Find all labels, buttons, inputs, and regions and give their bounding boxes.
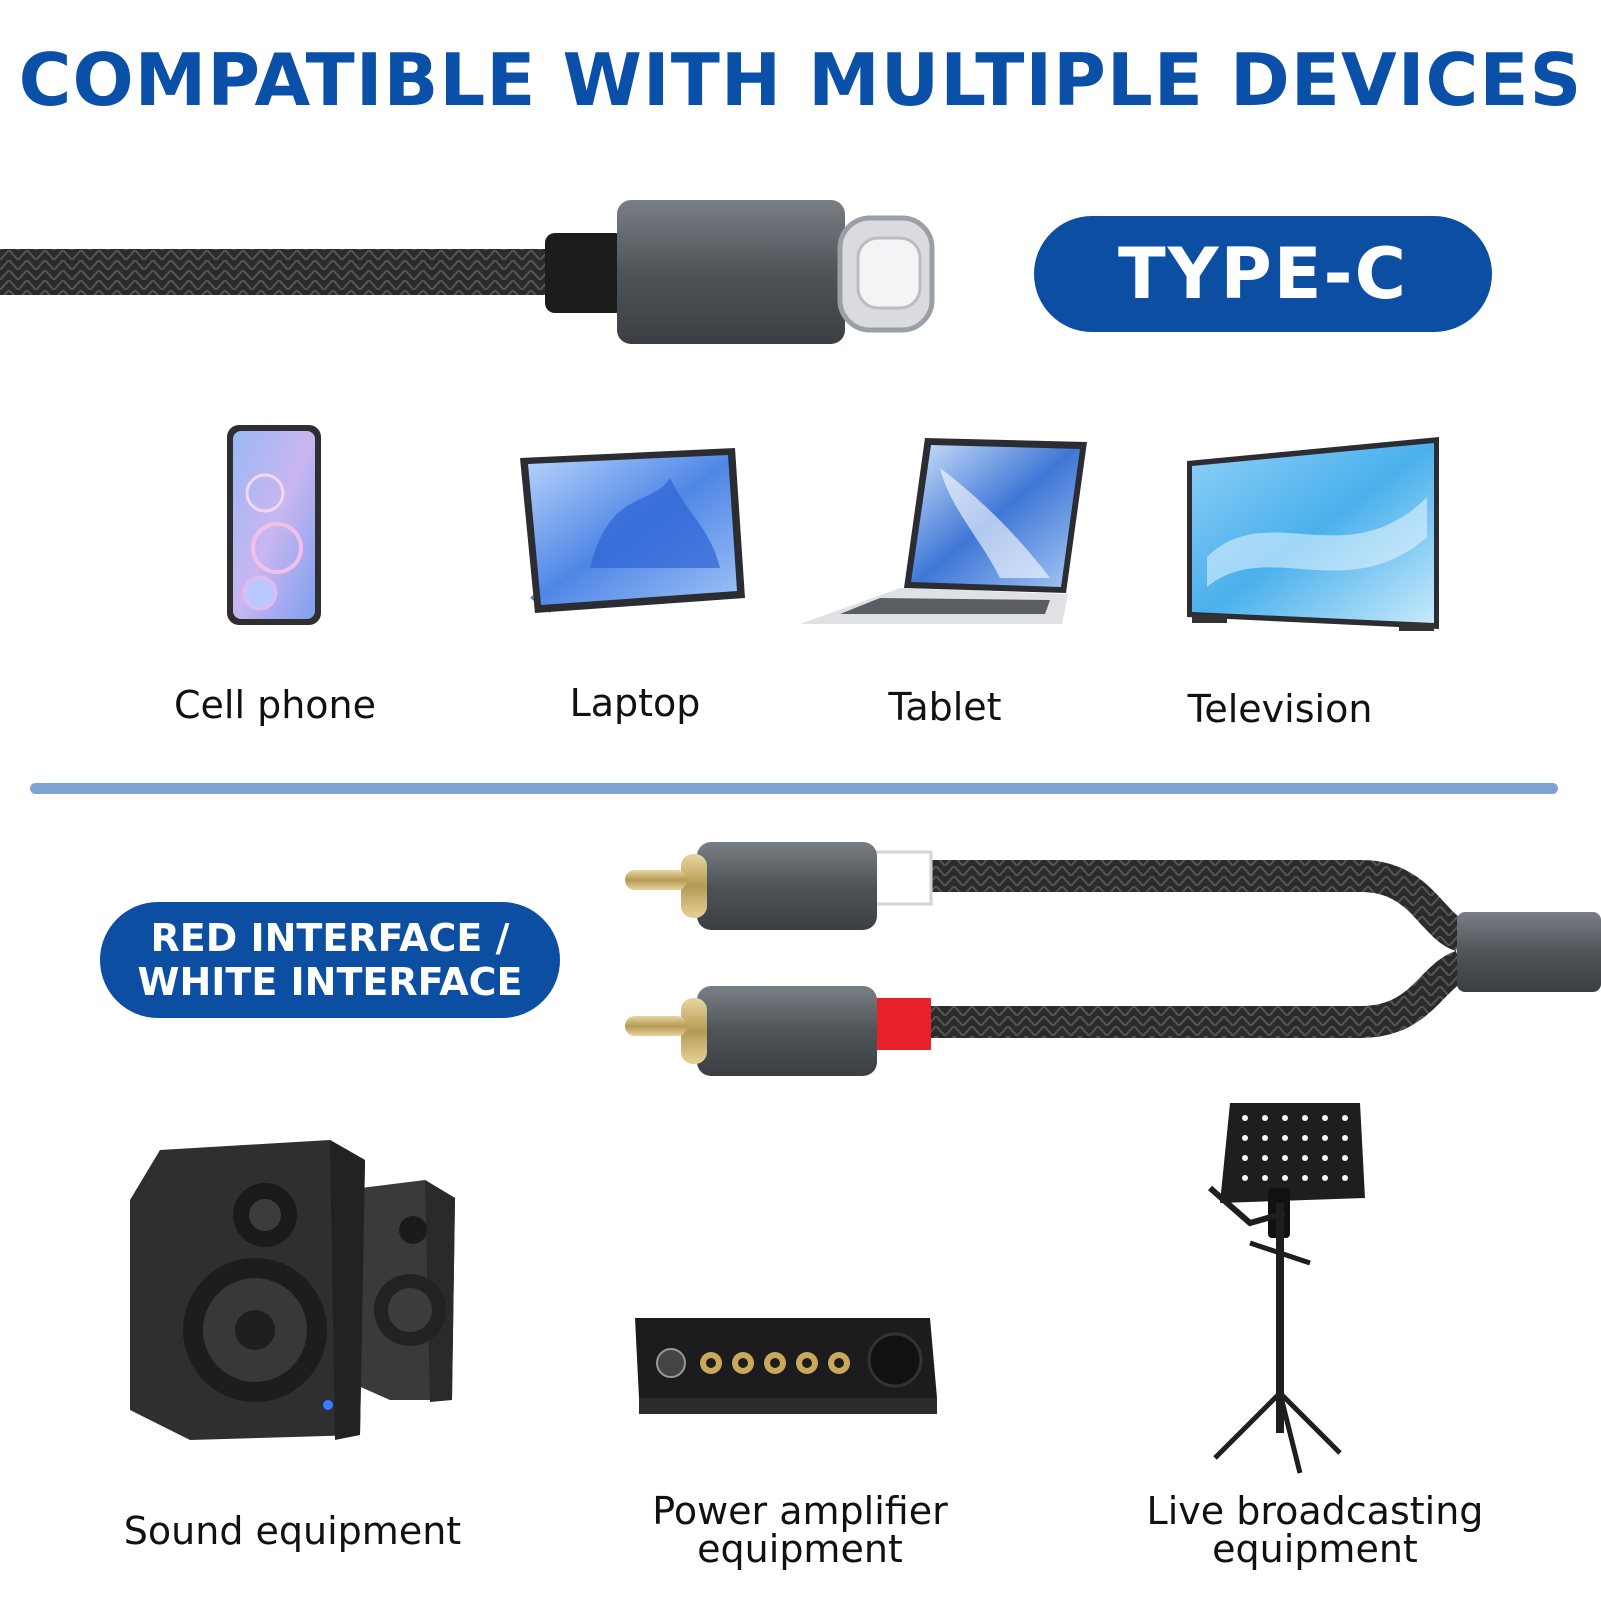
device-label-live-broadcasting: Live broadcasting equipment bbox=[1135, 1492, 1495, 1568]
device-label-television: Television bbox=[1187, 687, 1373, 731]
rca-interface-badge: RED INTERFACE / WHITE INTERFACE bbox=[100, 902, 560, 1018]
power-amplifier-label-line-1: Power amplifier bbox=[652, 1489, 948, 1533]
amplifier-icon bbox=[635, 1318, 937, 1414]
rca-badge-line-2: WHITE INTERFACE bbox=[137, 960, 523, 1004]
device-label-power-amplifier: Power amplifier equipment bbox=[640, 1492, 960, 1568]
device-label-laptop: Laptop bbox=[569, 681, 701, 725]
cell-phone-icon bbox=[227, 425, 321, 625]
type-c-badge: TYPE-C bbox=[1034, 216, 1492, 332]
page-headline: COMPATIBLE WITH MULTIPLE DEVICES bbox=[18, 38, 1583, 122]
laptop-device-icon bbox=[800, 438, 1087, 624]
device-label-cell-phone: Cell phone bbox=[173, 683, 377, 727]
live-broadcasting-label-line-1: Live broadcasting bbox=[1146, 1489, 1484, 1533]
device-label-sound-equipment: Sound equipment bbox=[123, 1509, 462, 1553]
speakers-icon bbox=[130, 1140, 455, 1440]
television-icon bbox=[1187, 437, 1439, 631]
device-label-tablet: Tablet bbox=[888, 685, 1002, 729]
section-divider bbox=[30, 783, 1558, 794]
power-amplifier-label-line-2: equipment bbox=[697, 1527, 903, 1571]
broadcast-stand-icon bbox=[1208, 1103, 1365, 1474]
rca-badge-line-1: RED INTERFACE / bbox=[150, 916, 510, 960]
tablet-device-icon bbox=[520, 448, 745, 613]
live-broadcasting-label-line-2: equipment bbox=[1212, 1527, 1418, 1571]
rca-cable-icon bbox=[625, 842, 1601, 1076]
